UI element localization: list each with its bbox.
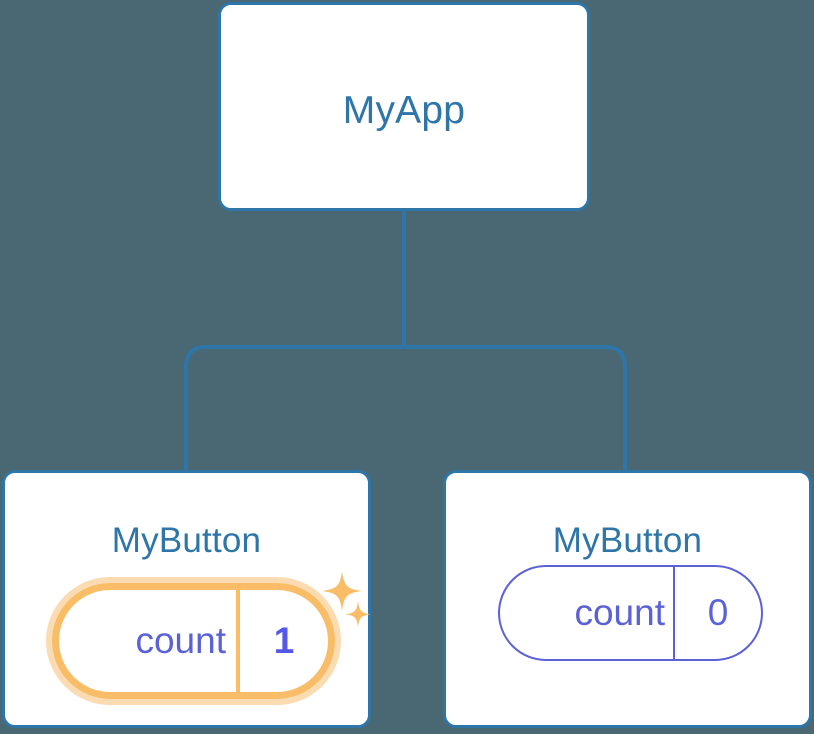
node-mybutton-left[interactable]: MyButton count 1 [2,470,371,728]
state-pill-left-glow [46,577,341,705]
node-mybutton-right-title: MyButton [552,521,703,560]
node-myapp[interactable]: MyApp [218,2,590,211]
state-pill-right-value: 0 [673,567,761,659]
state-pill-left-value: 1 [236,590,328,692]
state-pill-left[interactable]: count 1 [52,583,335,699]
node-mybutton-left-title: MyButton [111,521,262,560]
sparkle-small-icon [345,601,371,627]
node-mybutton-right[interactable]: MyButton count 0 [443,470,812,728]
state-pill-right-label: count [574,592,665,633]
connector-bracket [184,345,627,470]
node-myapp-title: MyApp [342,89,466,132]
state-pill-left-label: count [135,620,226,661]
state-pill-right[interactable]: count 0 [498,565,763,661]
